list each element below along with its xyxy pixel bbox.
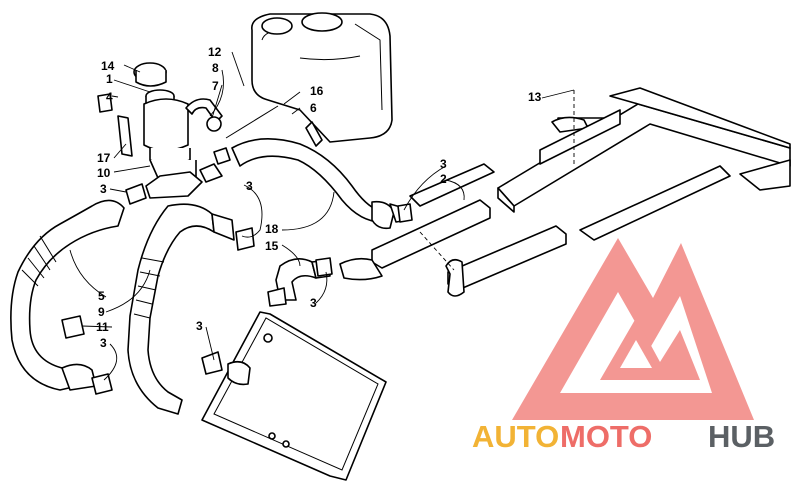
callout-3e: 3 [100,336,107,350]
callout-3d: 3 [310,296,317,310]
callout-6: 6 [310,101,317,115]
hose-clamps [61,183,413,395]
callout-8: 8 [212,61,219,75]
callout-5: 5 [98,289,105,303]
callout-14: 14 [101,59,115,73]
callout-9: 9 [98,305,105,319]
callout-1: 1 [106,72,113,86]
heat-exchanger-frame [497,87,791,241]
callout-3c: 3 [246,179,253,193]
automotohub-wordmark: AUTO MOTO HUB [472,419,775,454]
callout-2: 2 [440,172,447,186]
automotohub-logo [512,238,754,420]
bottom-heat-plate [201,311,387,481]
callout-15: 15 [265,239,279,253]
coolant-tank [251,12,393,147]
filler-neck-assembly [97,62,231,199]
callout-11: 11 [96,320,109,334]
wordmark-moto: MOTO [560,419,652,454]
lower-hose-center [127,203,235,415]
callout-17: 17 [97,151,111,165]
wordmark-hub: HUB [708,419,775,454]
callout-labels: 14 1 4 17 10 3 8 7 12 16 6 13 3 2 3 18 1… [96,45,542,350]
leader-lines [69,51,575,381]
callout-3b: 3 [440,157,447,171]
callout-7: 7 [212,79,219,93]
wordmark-auto: AUTO [472,419,559,454]
callout-18: 18 [265,222,279,236]
callout-12: 12 [208,45,222,59]
callout-10: 10 [97,166,111,180]
callout-16: 16 [310,84,324,98]
callout-3f: 3 [196,319,203,333]
callout-3a: 3 [100,182,107,196]
lower-hose-left [10,199,125,391]
callout-4: 4 [106,90,113,104]
callout-13: 13 [528,90,542,104]
heat-exchanger-tubes [339,163,567,297]
